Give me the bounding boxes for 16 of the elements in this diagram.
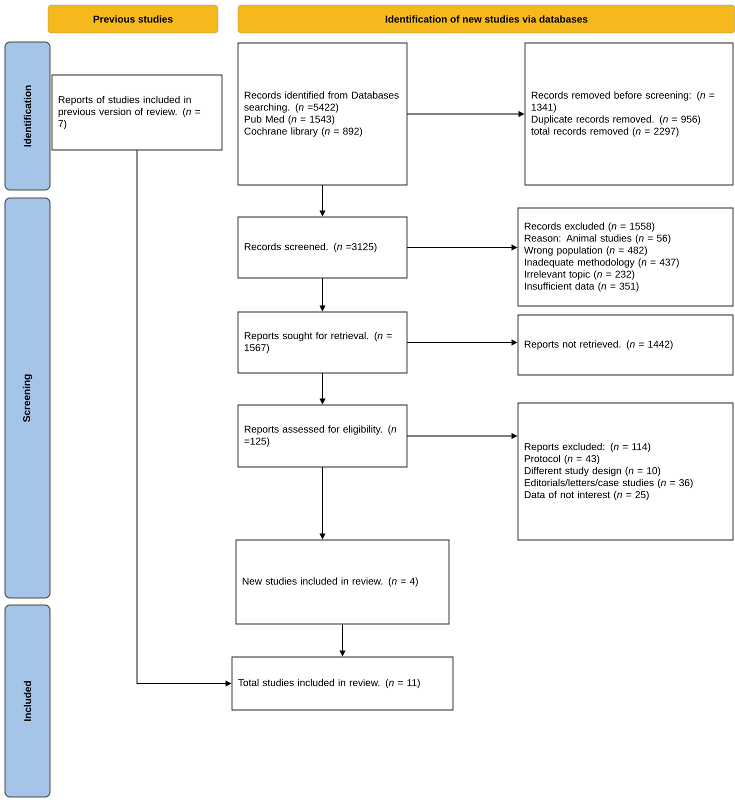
process-box: Reports of studies included in previous version of review. (n = 7) [52,74,222,150]
process-box: Reports assessed for eligibility. (n =125) [238,404,408,468]
stage-band: Included [4,604,50,798]
phase-header: Identification of new studies via databases [238,4,735,34]
process-box: Total studies included in review. (n = 11) [232,656,454,710]
process-box: Reports sought for retrieval. (n = 1567) [238,312,408,374]
process-box: Reports not retrieved. (n = 1442) [518,314,734,376]
stage-band: Screening [4,198,50,598]
stage-band: Identification [4,42,50,190]
process-box: Records excluded (n = 1558) Reason: Animal studies (n = 56) Wrong population (n = 482) Inadequate methodology (n = 437) Irrelevant topic (n = 232) Insufficient data (n = 351) [518,208,734,306]
process-box: New studies included in review. (n = 4) [236,540,450,624]
phase-header: Previous studies [48,4,218,34]
process-box: Records removed before screening: (n = 1341) Duplicate records removed. (n = 956) total records removed (n = 2297) [524,42,734,186]
process-box: Reports excluded: (n = 114) Protocol (n = 43) Different study design (n = 10) Editorials/letters/case studies (n = 36) Data of not interest (n = 25) [518,402,734,540]
process-box: Records screened. (n =3125) [238,216,408,278]
process-box: Records identified from Databases searching. (n =5422) Pub Med (n = 1543) Cochrane library (n = 892) [238,42,408,186]
